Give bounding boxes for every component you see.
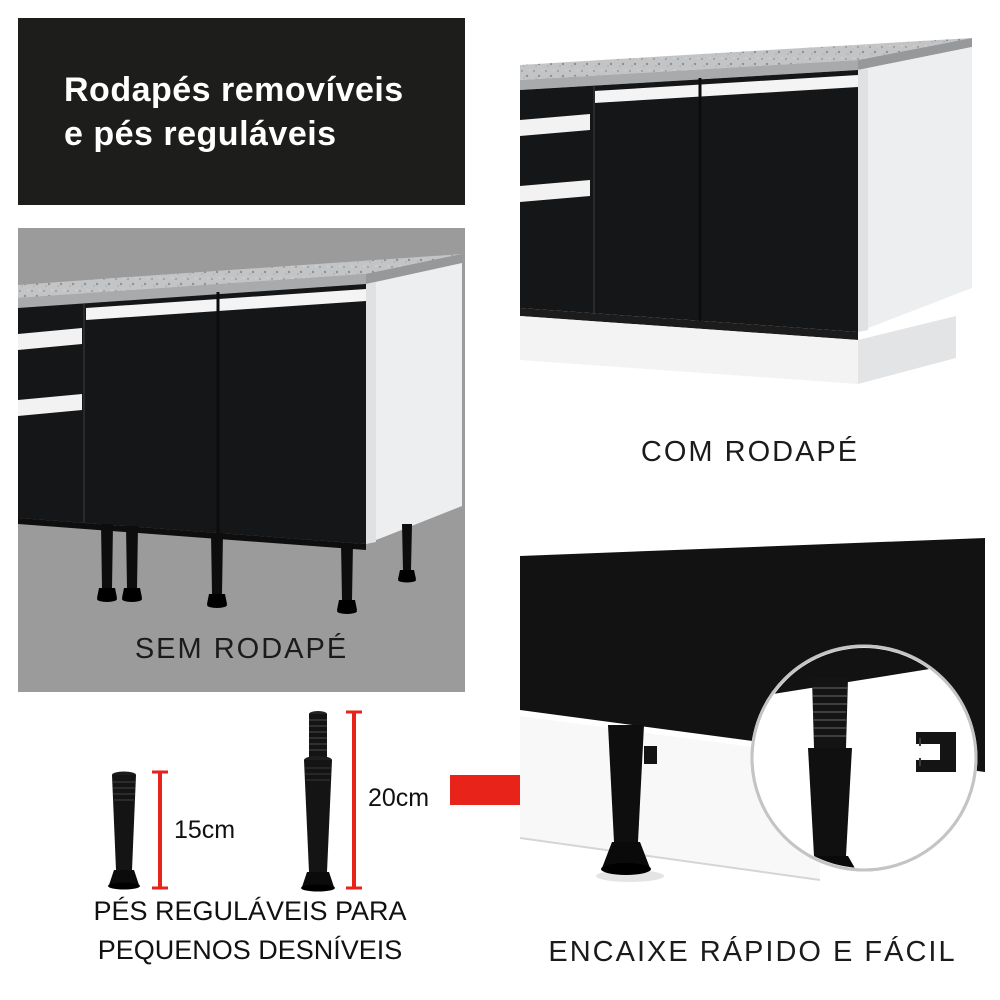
- leg: [97, 524, 117, 602]
- headline-line-1: Rodapés removíveis: [64, 70, 404, 109]
- large-foot: [301, 711, 335, 892]
- adjustable-legs: [97, 524, 416, 614]
- cabinet-with-baseboard-image: [520, 38, 972, 384]
- headline-box: Rodapés removíveis e pés reguláveis: [18, 18, 465, 205]
- small-foot-height-label: 15cm: [174, 816, 235, 844]
- closeup-cabinet-underside: [754, 648, 974, 698]
- leg: [337, 543, 357, 614]
- countertop: [520, 38, 972, 90]
- door-handle-rail: [86, 289, 366, 320]
- panel-encaixe: ENCAIXE RÁPIDO E FÁCIL: [520, 520, 985, 985]
- baseboard-panel: [520, 716, 821, 881]
- headline-line-2: e pés reguláveis: [64, 114, 337, 153]
- leg: [398, 524, 416, 583]
- door-handle-rail: [594, 75, 858, 103]
- drawer-handle-strip: [18, 328, 82, 350]
- cabinet-foot: [596, 725, 664, 882]
- com-rodape-label: COM RODAPÉ: [640, 436, 860, 468]
- cabinet-front: [520, 70, 858, 332]
- magnifier-circle: [750, 644, 978, 872]
- countertop: [18, 254, 462, 308]
- feet-caption-line-2: PEQUENOS DESNÍVEIS: [97, 935, 403, 965]
- adjustable-feet-diagram: 15cm: [62, 702, 462, 902]
- sem-rodape-label: SEM RODAPÉ: [134, 633, 349, 665]
- adjustable-feet-image: 15cm: [108, 710, 429, 892]
- cabinet-side: [858, 47, 972, 332]
- small-foot: [108, 771, 140, 890]
- cabinet-front: [18, 284, 366, 544]
- feet-caption: PÉS REGULÁVEIS PARA PEQUENOS DESNÍVEIS: [30, 892, 470, 970]
- leg: [122, 526, 142, 602]
- baseboard: [520, 308, 956, 384]
- drawer-handle-strip: [520, 180, 590, 202]
- drawer-handle-strip: [520, 114, 590, 136]
- small-foot-measure-line: [152, 770, 168, 890]
- cabinet-without-baseboard-image: [18, 254, 462, 614]
- foot-fitting-closeup-image: [520, 538, 985, 882]
- encaixe-label: ENCAIXE RÁPIDO E FÁCIL: [548, 936, 957, 968]
- drawer-handle-strip: [18, 394, 82, 416]
- feet-caption-line-1: PÉS REGULÁVEIS PARA: [93, 896, 407, 926]
- panel-com-rodape: COM RODAPÉ: [520, 20, 980, 485]
- large-foot-height-label: 20cm: [368, 784, 429, 812]
- panel-sem-rodape: SEM RODAPÉ: [18, 228, 465, 692]
- large-foot-measure-line: [346, 710, 362, 890]
- closeup-fitting-clip: [916, 732, 956, 772]
- cabinet-side: [366, 263, 462, 544]
- leg: [207, 533, 227, 608]
